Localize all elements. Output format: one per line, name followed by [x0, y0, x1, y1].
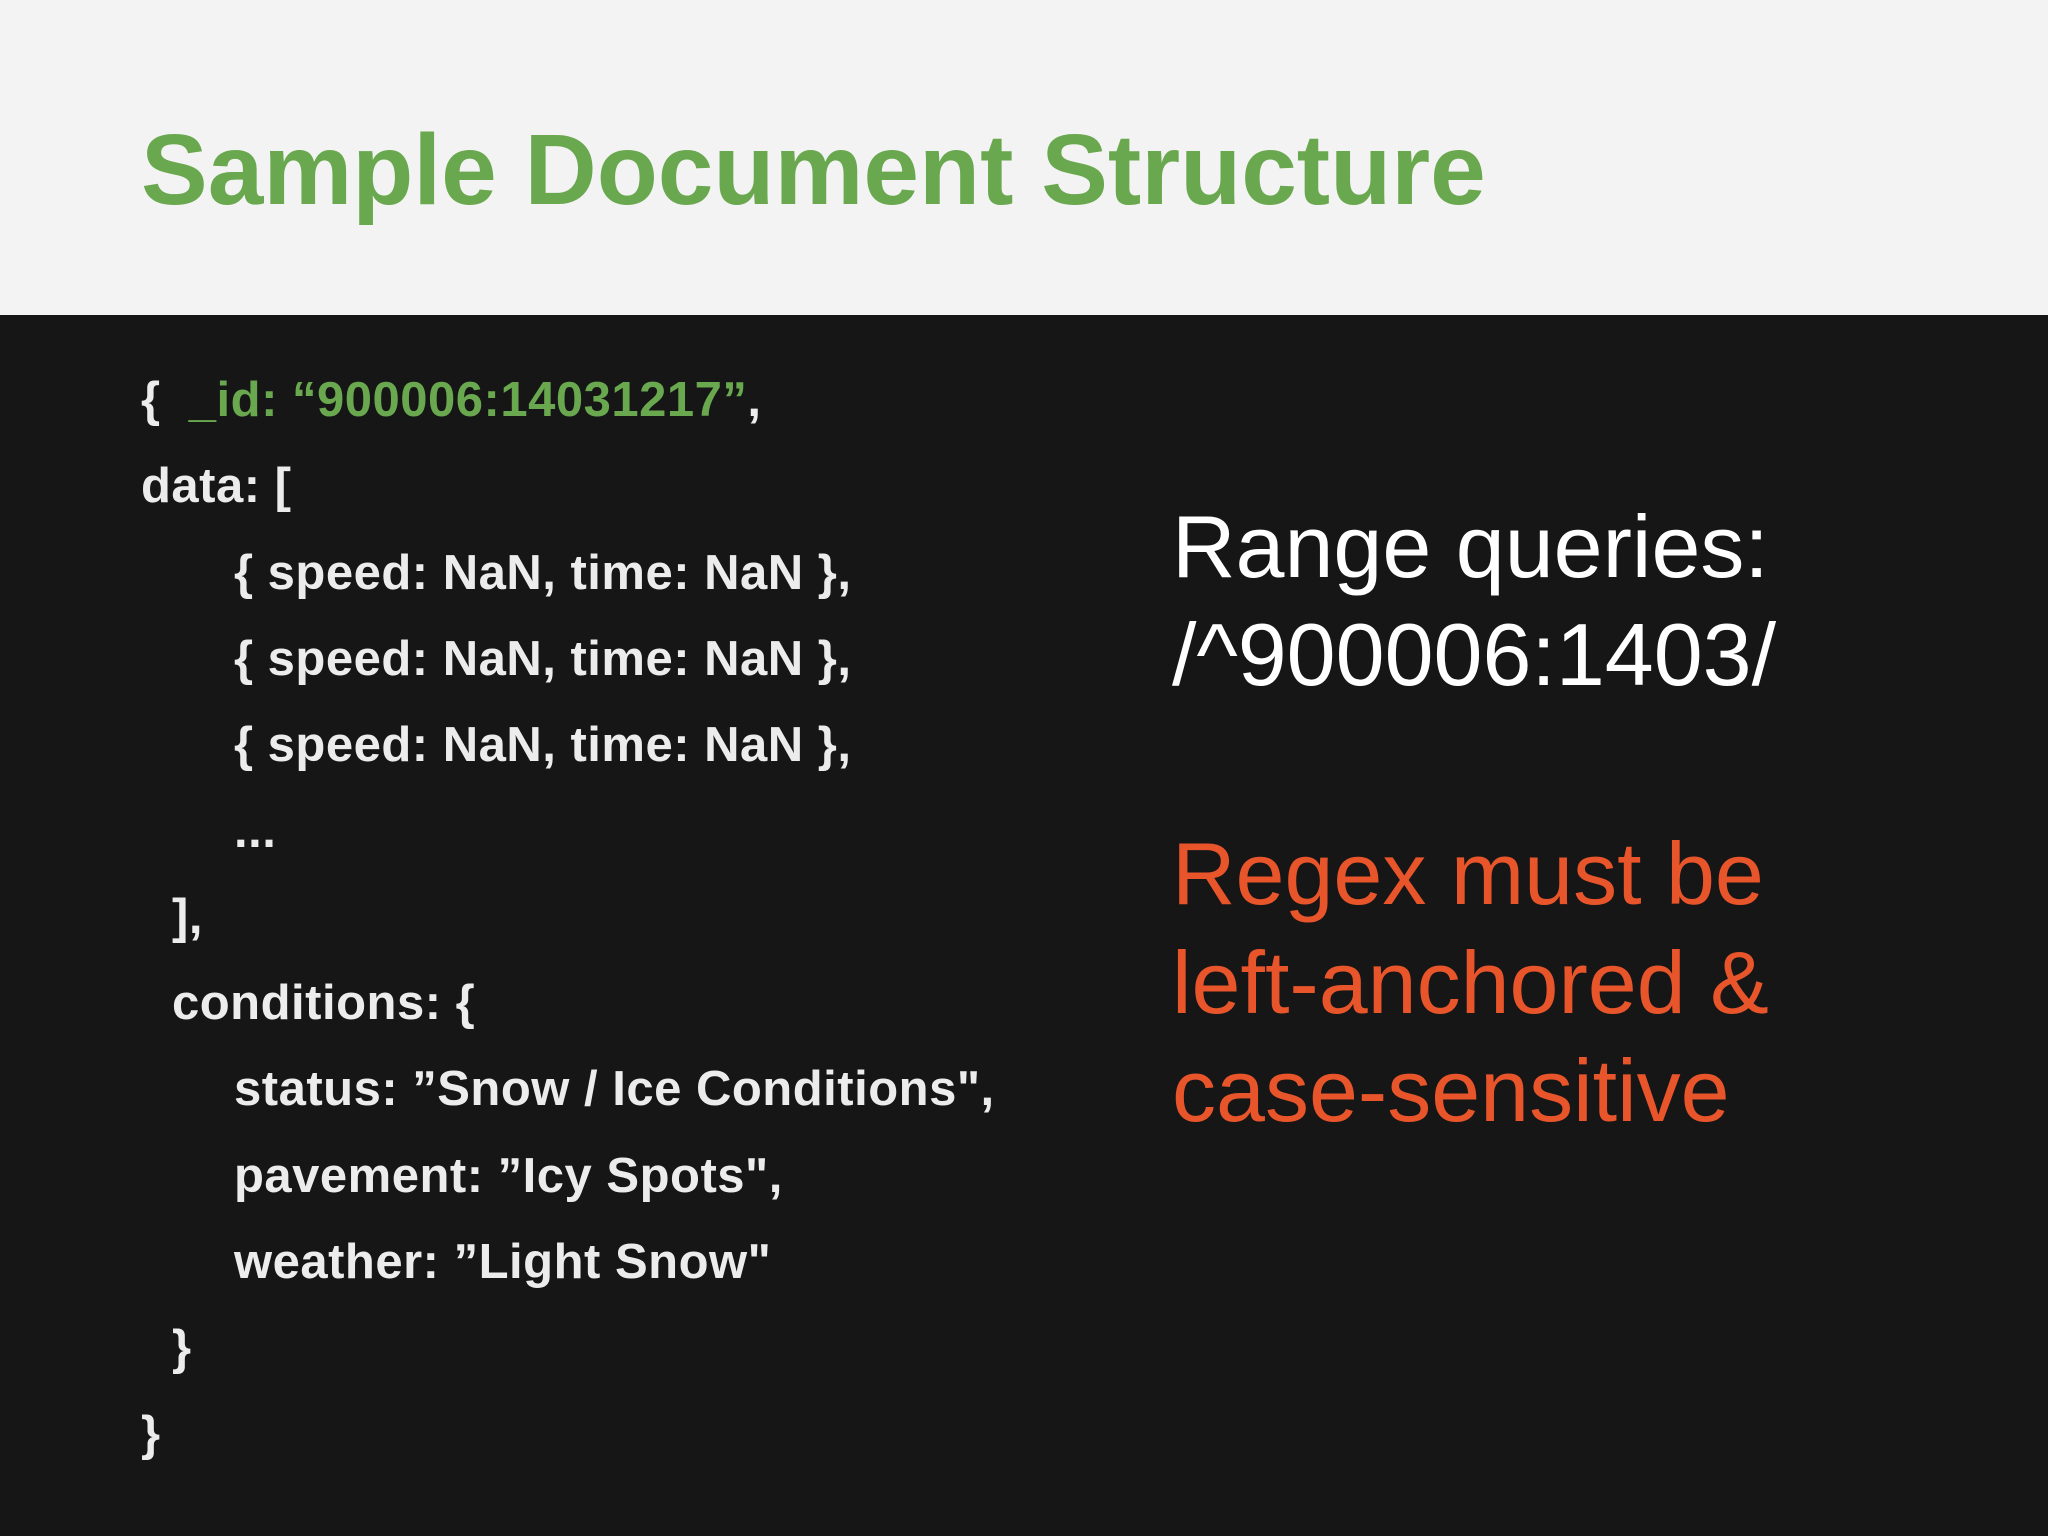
code-line-10: pavement: ”Icy Spots", [234, 1149, 783, 1203]
range-note-line-1: Range queries: [1172, 497, 1769, 596]
code-line-13: } [141, 1407, 161, 1461]
code-line-11: weather: ”Light Snow" [234, 1235, 772, 1289]
code-line-7: ], [172, 890, 203, 944]
code-line-8: conditions: { [172, 976, 476, 1030]
range-note-line-2: /^900006:1403/ [1172, 605, 1777, 704]
code-line-4: { speed: NaN, time: NaN }, [234, 632, 852, 686]
slide-header: Sample Document Structure [0, 0, 2048, 315]
code-line-9: status: ”Snow / Ice Conditions", [234, 1062, 995, 1116]
code-line-5: { speed: NaN, time: NaN }, [234, 718, 852, 772]
code-brace-open: { [141, 373, 189, 427]
code-line-3: { speed: NaN, time: NaN }, [234, 546, 852, 600]
code-comma: , [747, 373, 762, 427]
regex-note-line-1: Regex must be [1172, 824, 1764, 923]
code-id-field: _id: “900006:14031217” [188, 373, 748, 427]
code-line-2: data: [ [141, 459, 292, 513]
regex-note-line-3: case-sensitive [1172, 1041, 1730, 1140]
slide-content: { _id: “900006:14031217”, data: [ { spee… [0, 315, 2048, 1536]
code-line-6: ... [234, 804, 277, 858]
slide-title: Sample Document Structure [141, 114, 1486, 226]
code-line-12: } [172, 1321, 192, 1375]
code-line-1: { _id: “900006:14031217”, [141, 370, 762, 430]
regex-note-line-2: left-anchored & [1172, 933, 1769, 1032]
